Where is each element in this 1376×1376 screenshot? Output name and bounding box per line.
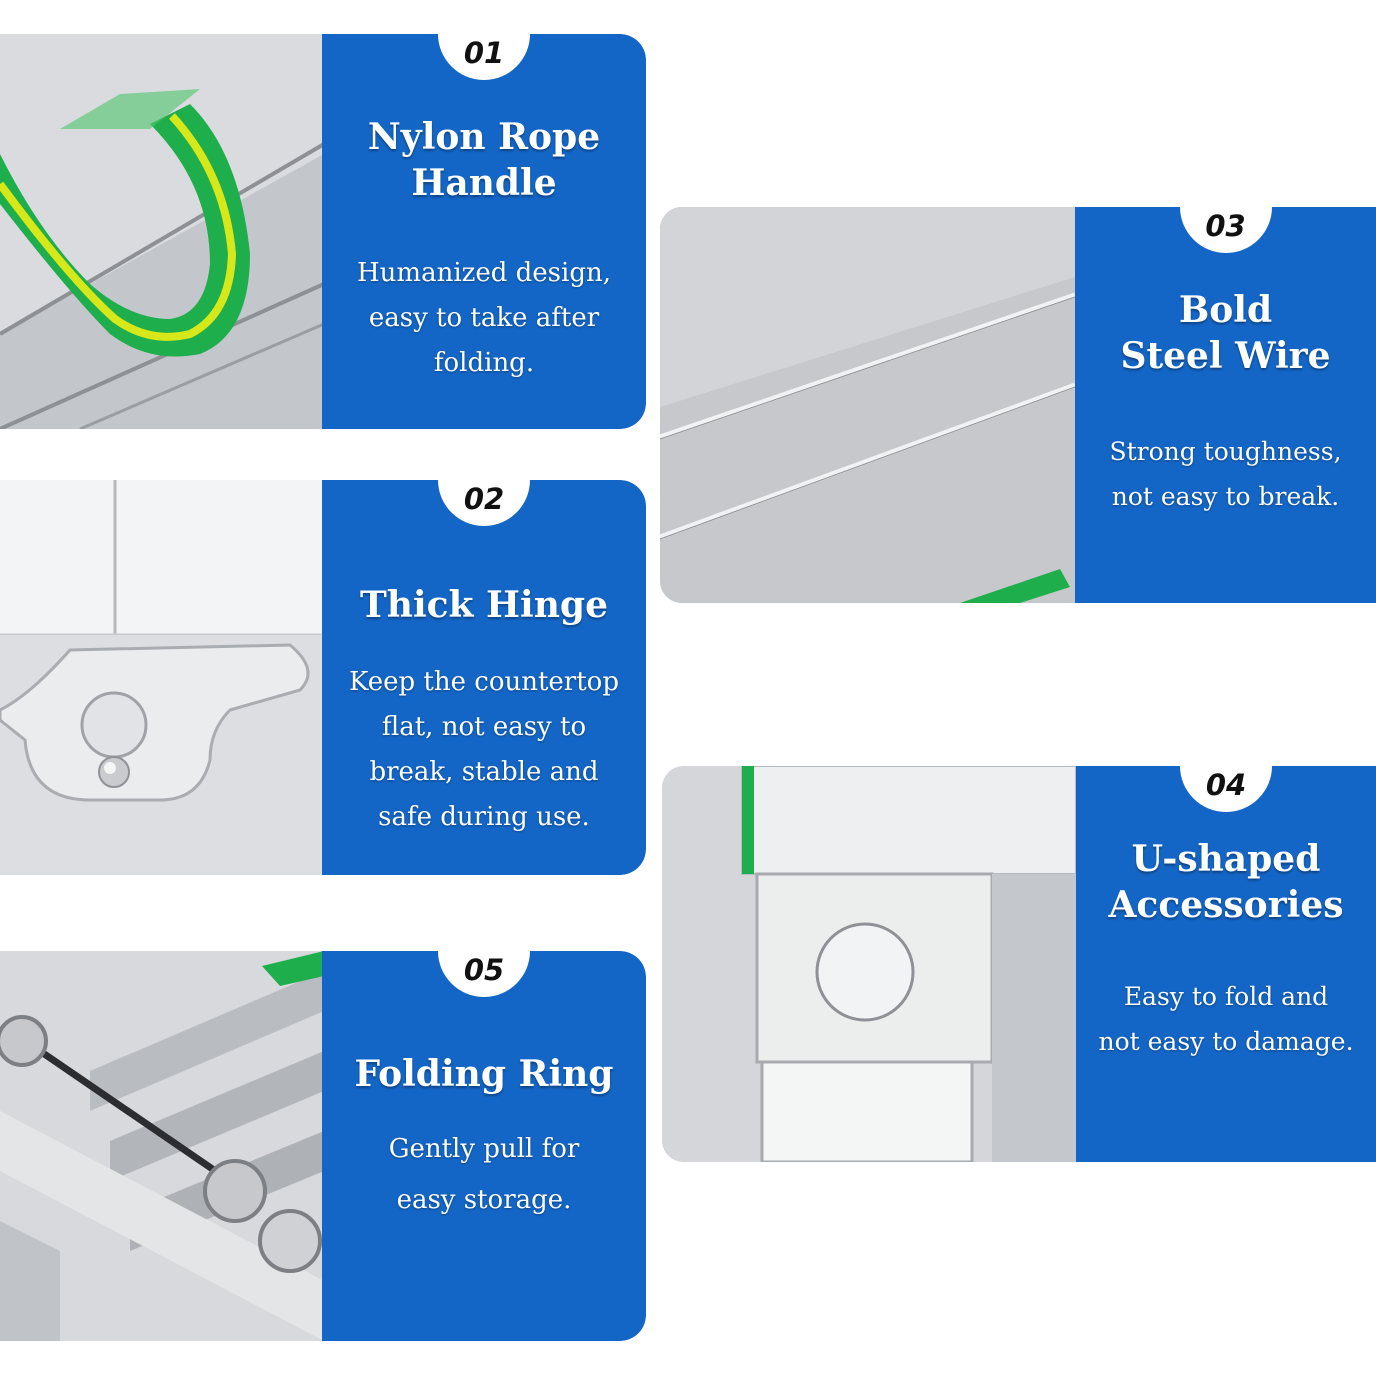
feature-panel: 02 Thick Hinge Keep the countertop flat,… <box>322 480 646 875</box>
folding-ring-image <box>0 951 324 1341</box>
feature-panel: 04 U-shaped Accessories Easy to fold and… <box>1076 766 1376 1162</box>
feature-number-badge: 01 <box>438 34 530 80</box>
feature-card-bold-steel-wire: 03 Bold Steel Wire Strong toughness, not… <box>660 207 1376 603</box>
feature-panel: 05 Folding Ring Gently pull for easy sto… <box>322 951 646 1341</box>
feature-number-badge: 03 <box>1179 207 1272 253</box>
thick-hinge-image <box>0 480 324 875</box>
feature-description: Keep the countertop flat, not easy to br… <box>349 667 619 832</box>
feature-number-badge: 04 <box>1180 766 1272 812</box>
feature-title: U-shaped Accessories <box>1108 838 1344 926</box>
feature-description: Humanized design, easy to take after fol… <box>357 258 611 378</box>
feature-title: Nylon Rope Handle <box>367 116 601 204</box>
feature-description: Strong toughness, not easy to break. <box>1109 437 1342 511</box>
feature-description: Easy to fold and not easy to damage. <box>1098 982 1354 1056</box>
feature-number-badge: 02 <box>438 480 530 526</box>
u-shaped-accessories-image <box>662 766 1076 1162</box>
feature-description: Gently pull for easy storage. <box>388 1134 580 1215</box>
feature-title: Folding Ring <box>354 1053 614 1095</box>
feature-card-thick-hinge: 02 Thick Hinge Keep the countertop flat,… <box>0 480 646 875</box>
feature-card-nylon-rope-handle: 01 Nylon Rope Handle Humanized design, e… <box>0 34 646 429</box>
nylon-rope-handle-image <box>0 34 324 429</box>
bold-steel-wire-image <box>660 207 1075 603</box>
feature-card-u-shaped-accessories: 04 U-shaped Accessories Easy to fold and… <box>662 766 1376 1162</box>
feature-panel: 03 Bold Steel Wire Strong toughness, not… <box>1075 207 1376 603</box>
feature-panel: 01 Nylon Rope Handle Humanized design, e… <box>322 34 646 429</box>
feature-title: Thick Hinge <box>360 584 608 626</box>
feature-title: Bold Steel Wire <box>1120 289 1331 377</box>
feature-card-folding-ring: 05 Folding Ring Gently pull for easy sto… <box>0 951 646 1341</box>
feature-number-badge: 05 <box>438 951 530 997</box>
